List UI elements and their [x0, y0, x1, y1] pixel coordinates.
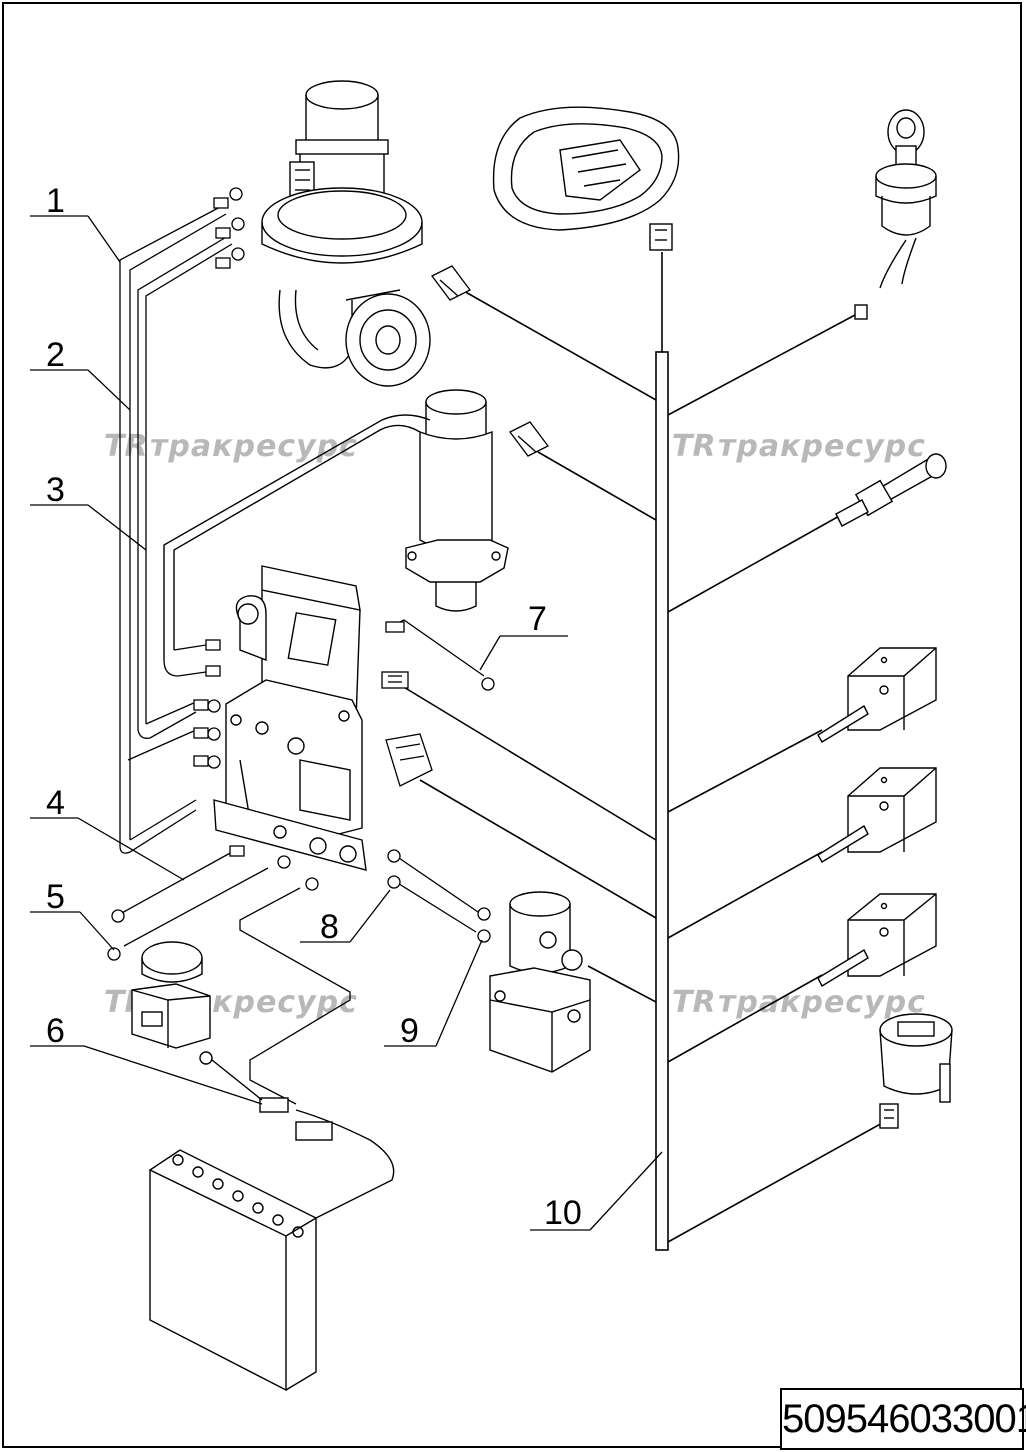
- watermark-2: TR тракресурс: [672, 429, 926, 464]
- part-number-box: 509546033001: [780, 1388, 1026, 1450]
- pump-unit: [489, 891, 591, 1073]
- part-number: 509546033001: [782, 1397, 1026, 1441]
- callout-7: 7: [528, 600, 547, 638]
- controller-unit: [213, 565, 367, 871]
- watermark-text: тракресурс: [718, 985, 926, 1020]
- callout-4: 4: [46, 784, 65, 822]
- watermark-text: тракресурс: [718, 429, 926, 464]
- power-cables-lower: [107, 845, 491, 1105]
- proximity-sensor-3: [817, 893, 937, 987]
- watermark-1: TR тракресурс: [104, 429, 358, 464]
- watermark-logo: TR: [672, 429, 716, 464]
- control-handle: [492, 106, 680, 251]
- callout-9: 9: [400, 1012, 419, 1050]
- battery: [148, 1051, 395, 1392]
- callout-2: 2: [46, 336, 65, 374]
- callout-3: 3: [46, 471, 65, 509]
- proximity-sensor-1: [817, 647, 937, 743]
- traction-motor: [261, 80, 431, 387]
- callout-5: 5: [46, 878, 65, 916]
- callout-1: 1: [46, 182, 65, 220]
- leader-lines: [30, 215, 663, 1231]
- main-harness-trunk: [401, 252, 885, 1251]
- callout-labels: 1 2 3 4 5 6 7 8 9 10: [46, 182, 582, 1232]
- watermark-logo: TR: [672, 985, 716, 1020]
- callout-8: 8: [320, 908, 339, 946]
- proximity-sensor-2: [817, 767, 937, 863]
- watermark-text: тракресурс: [150, 429, 358, 464]
- watermark-4: TR тракресурс: [672, 985, 926, 1020]
- probe-sensor: [835, 453, 947, 527]
- watermark-logo: TR: [104, 429, 148, 464]
- harness-connectors: [381, 265, 549, 787]
- callout-6: 6: [46, 1012, 65, 1050]
- lift-motor: [163, 389, 509, 660]
- emergency-stop: [131, 941, 211, 1049]
- key-switch: [854, 109, 937, 320]
- cable-group-top: [119, 187, 245, 854]
- battery-indicator: [879, 1013, 953, 1129]
- callout-10: 10: [544, 1194, 582, 1232]
